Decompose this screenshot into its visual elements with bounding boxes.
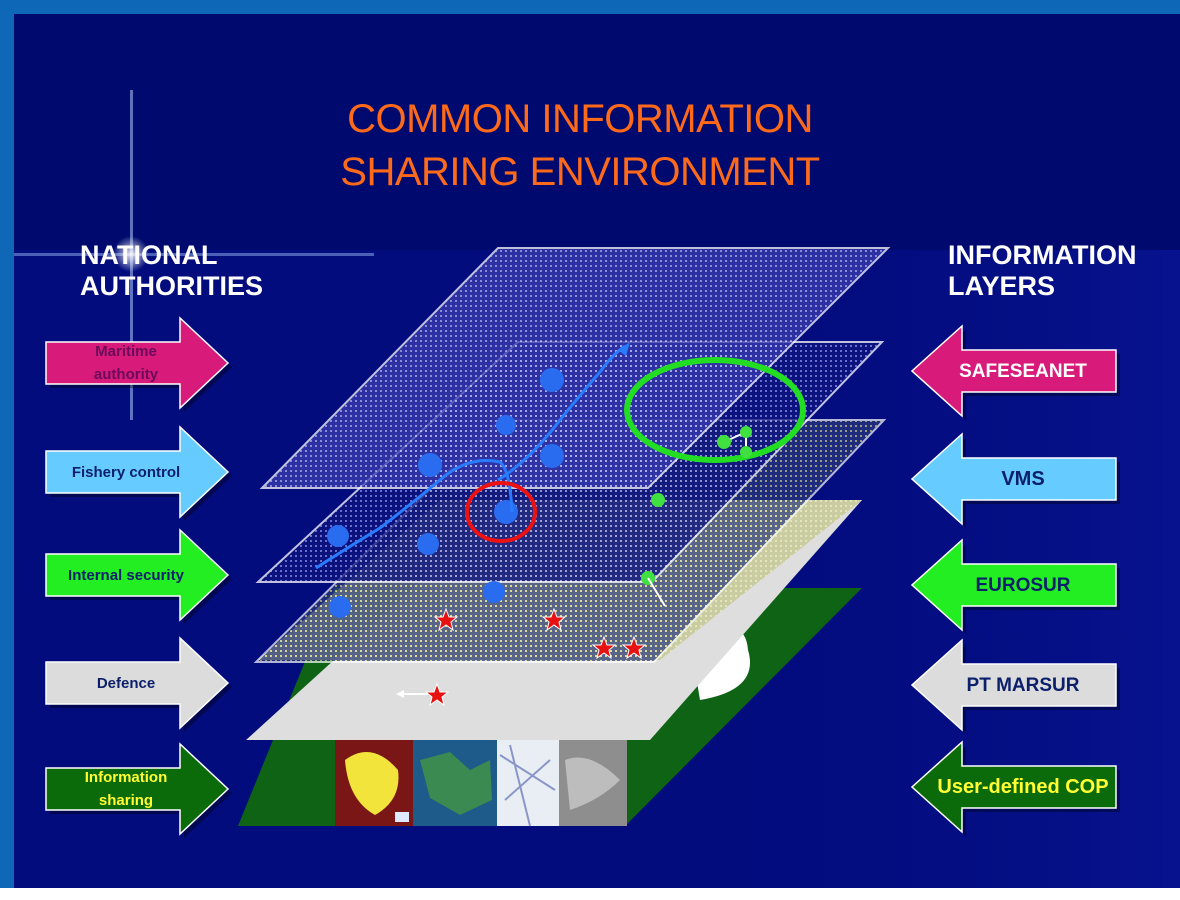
arrow-label-line: VMS (1001, 468, 1045, 490)
vessel-track (315, 344, 626, 570)
left-header-line1: NATIONAL (80, 240, 218, 270)
arrow-label-line: Fishery control (71, 463, 181, 481)
right-column-header: INFORMATION LAYERS (948, 240, 1136, 302)
satellite-imagery-strip (335, 740, 627, 827)
arrow-label: VMS (930, 465, 1116, 493)
arrow-label-line: PT MARSUR (966, 674, 1080, 696)
left-header-line2: AUTHORITIES (80, 271, 264, 301)
bottom-band (0, 888, 1180, 900)
alert-ring-red (465, 481, 537, 543)
arrow-label: SAFESEANET (930, 358, 1116, 385)
arrow-label: EUROSUR (930, 572, 1116, 599)
title-line-1: COMMON INFORMATION (347, 97, 813, 141)
title-line-2: SHARING ENVIRONMENT (340, 150, 820, 194)
arrow-label: PT MARSUR (930, 672, 1116, 699)
left-column-header: NATIONAL AUTHORITIES (80, 240, 263, 302)
arrow-label-line: Defence (96, 674, 156, 692)
right-header-line2: LAYERS (948, 271, 1056, 301)
arrow-label: Information sharing (46, 766, 206, 812)
network-nodes (641, 426, 752, 607)
heading-arrow (396, 690, 404, 698)
arrow-label-line: sharing (98, 792, 154, 809)
arrow-label: Fishery control (46, 461, 206, 484)
layer-plane-top (259, 247, 891, 489)
alert-ring-green (624, 357, 806, 463)
arrow-label-line: Maritime (95, 343, 157, 360)
vessel-markers (327, 368, 564, 618)
arrow-label-line: User-defined COP (937, 776, 1109, 798)
arrow-label-line: Internal security (68, 566, 184, 584)
arrow-label-line: SAFESEANET (959, 360, 1087, 382)
right-header-line1: INFORMATION (948, 240, 1137, 270)
arrow-label-line: Information (84, 769, 168, 786)
arrow-label: Defence (46, 672, 206, 695)
arrow-label: Internal security (46, 564, 206, 587)
arrow-label-line: EUROSUR (975, 574, 1071, 596)
lens-flare-decoration (14, 90, 374, 420)
arrow-label: Maritime authority (46, 340, 206, 386)
incident-stars (424, 607, 647, 707)
arrow-label: User-defined COP (930, 773, 1116, 801)
arrow-label-line: authority (93, 366, 159, 383)
track-arrowhead (618, 342, 630, 356)
